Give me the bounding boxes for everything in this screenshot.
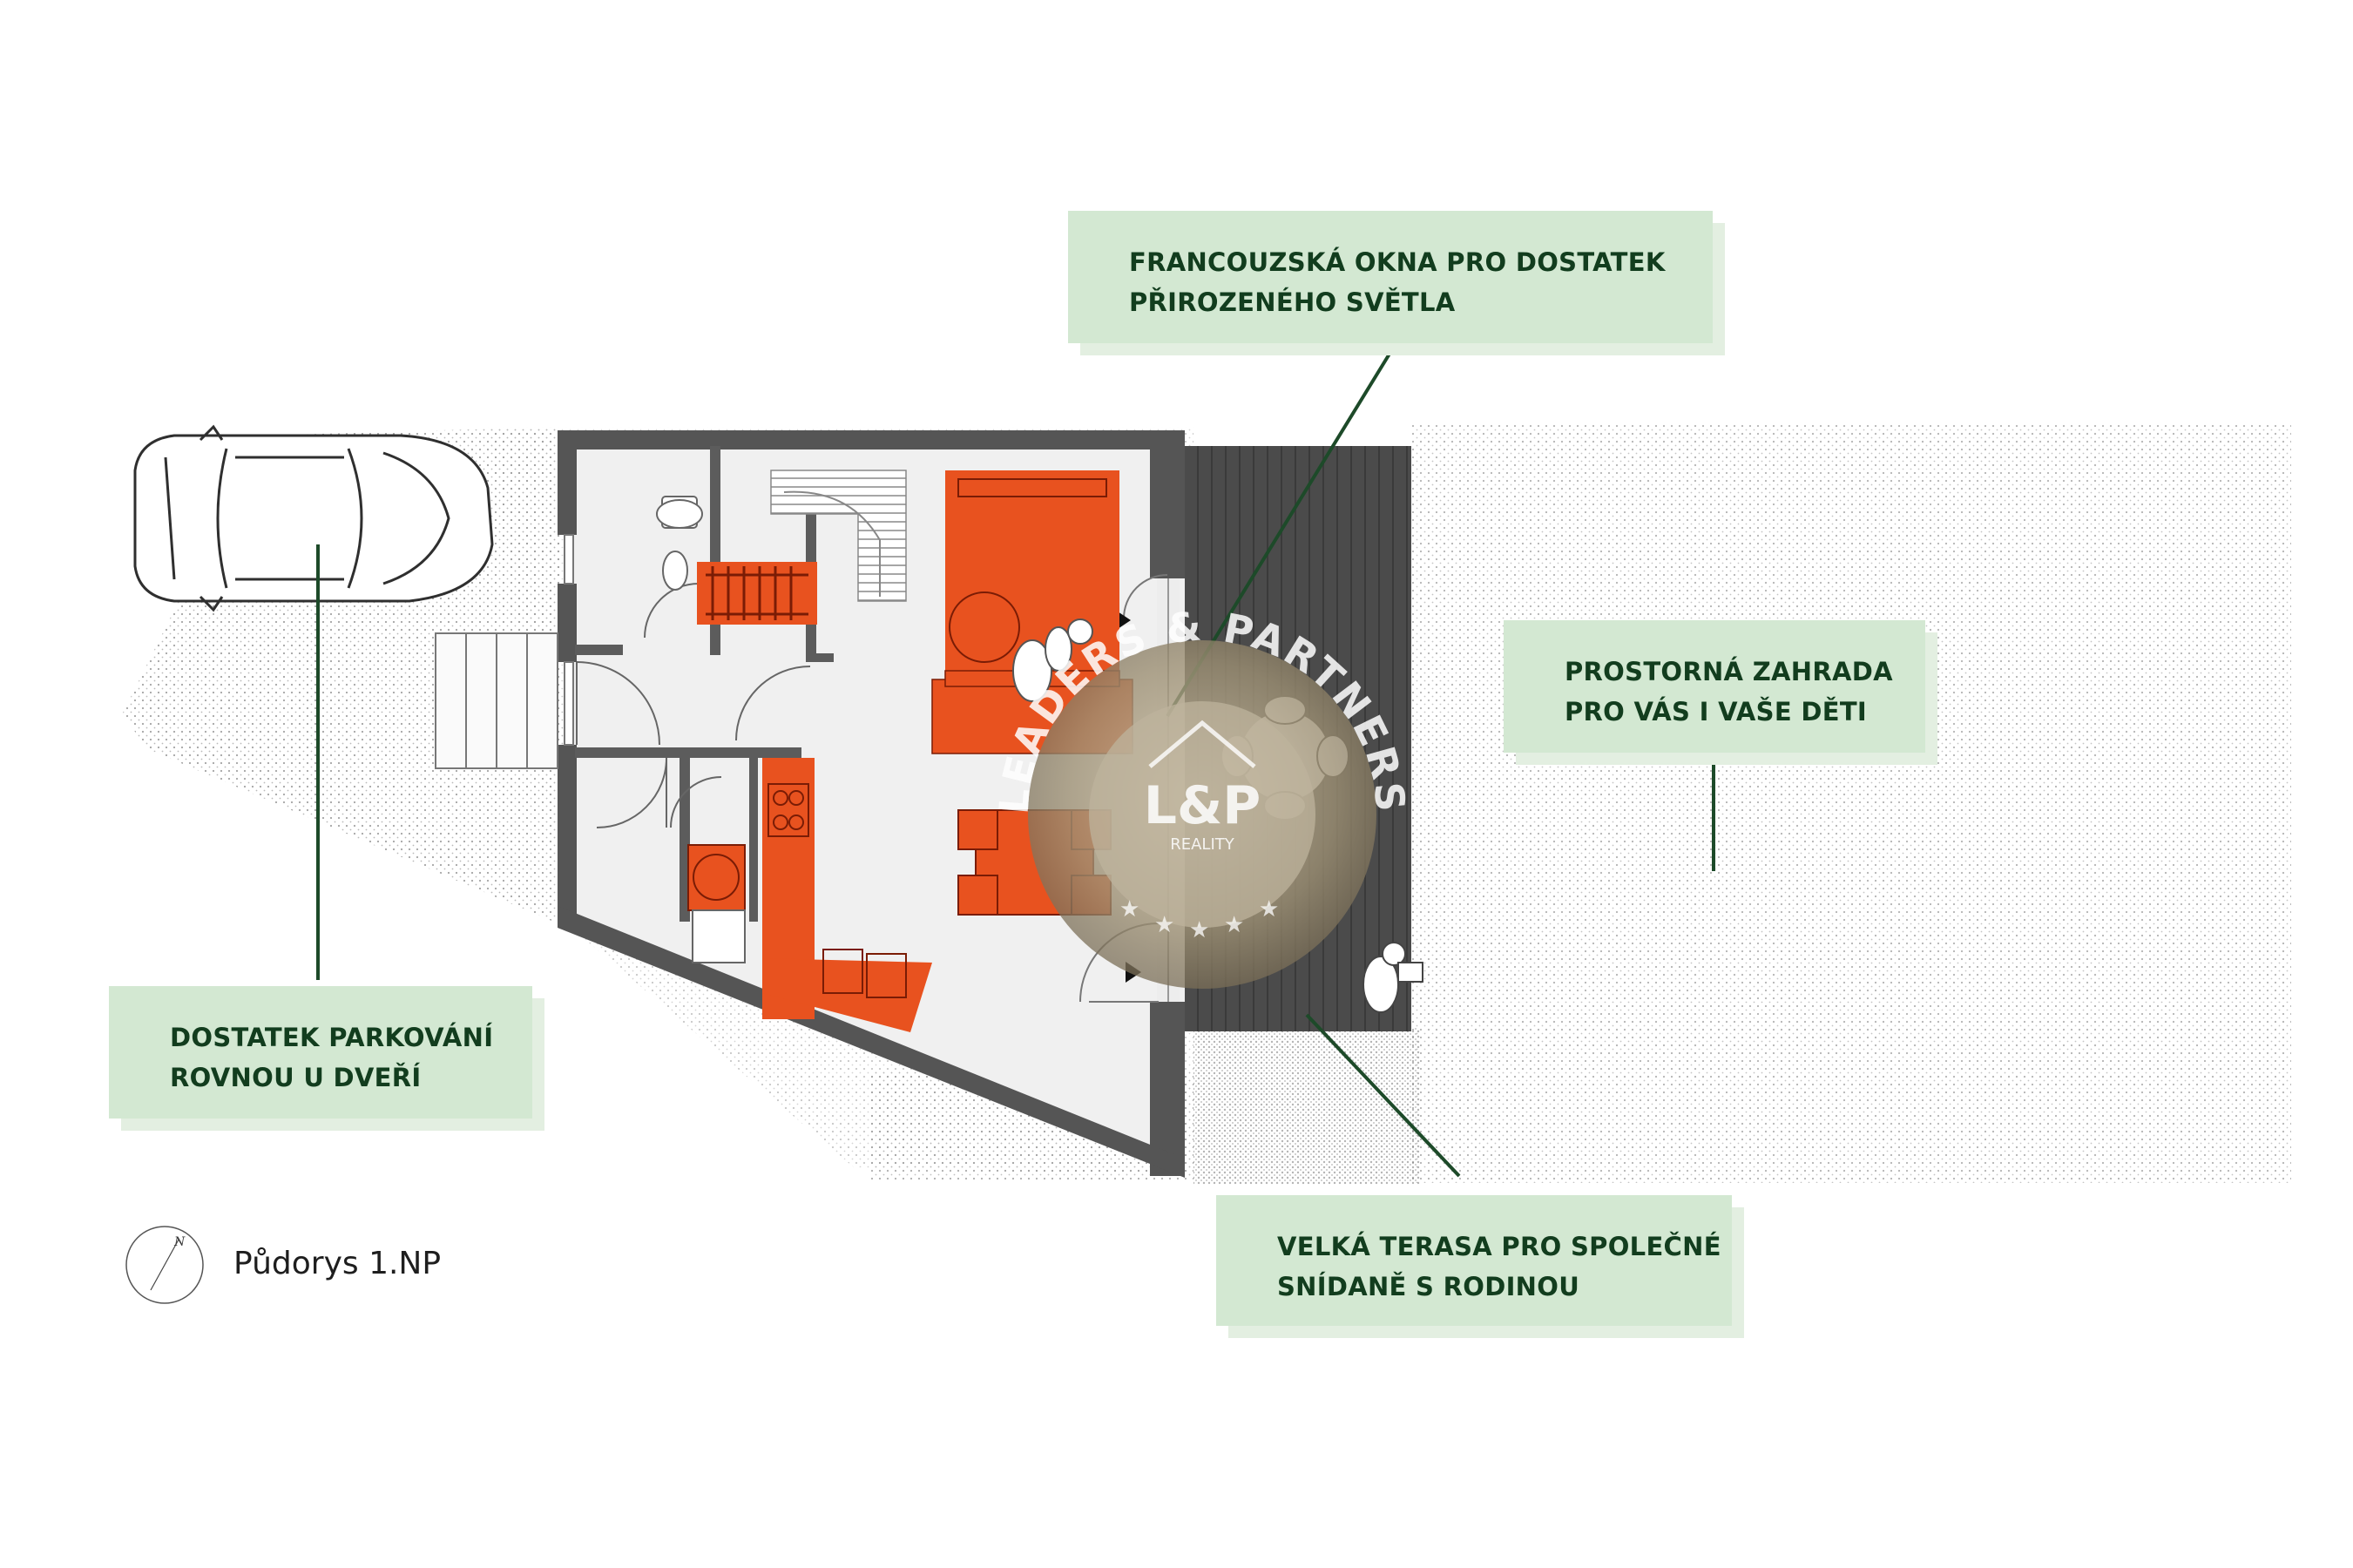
callout-french-windows: FRANCOUZSKÁ OKNA PRO DOSTATEK PŘIROZENÉH…	[1068, 211, 1725, 355]
watermark-logo-text: L&P	[1144, 775, 1261, 836]
floor-plan-caption: Půdorys 1.NP	[233, 1246, 442, 1281]
fridge	[687, 844, 746, 963]
people-figure	[1012, 618, 1093, 702]
callout-french-windows-line1: FRANCOUZSKÁ OKNA PRO DOSTATEK	[1129, 247, 1666, 277]
car	[133, 424, 494, 612]
terrace-figure	[1362, 942, 1423, 1013]
callout-terrace: VELKÁ TERASA PRO SPOLEČNÉ SNÍDANĚ S RODI…	[1216, 1195, 1744, 1338]
watermark-star-icon: ★	[1189, 917, 1209, 943]
callout-french-windows-line2: PŘIROZENÉHO SVĚTLA	[1129, 287, 1456, 317]
toilet	[656, 496, 703, 591]
watermark-star-icon: ★	[1119, 896, 1139, 923]
callout-garden-line1: PROSTORNÁ ZAHRADA	[1565, 657, 1893, 686]
north-compass-icon	[125, 1226, 204, 1304]
watermark-sub-text: REALITY	[1170, 835, 1235, 854]
callout-terrace-line1: VELKÁ TERASA PRO SPOLEČNÉ	[1277, 1232, 1721, 1261]
watermark-star-icon: ★	[1154, 912, 1174, 938]
callout-garden-line2: PRO VÁS I VAŠE DĚTI	[1565, 697, 1867, 727]
entrance-steps	[435, 632, 558, 769]
compass-north-label: N	[174, 1235, 186, 1249]
staircase	[770, 470, 907, 602]
callout-parking-line1: DOSTATEK PARKOVÁNÍ	[170, 1023, 494, 1052]
left-windows	[564, 534, 574, 746]
callout-terrace-line2: SNÍDANĚ S RODINOU	[1277, 1272, 1580, 1301]
watermark-star-icon: ★	[1259, 896, 1279, 923]
door-swings	[576, 583, 811, 828]
kitchen	[762, 758, 932, 1032]
callout-garden: PROSTORNÁ ZAHRADA PRO VÁS I VAŠE DĚTI	[1504, 620, 1937, 765]
wardrobe	[697, 562, 817, 625]
callout-parking-line2: ROVNOU U DVEŘÍ	[170, 1063, 422, 1092]
callout-parking: DOSTATEK PARKOVÁNÍ ROVNOU U DVEŘÍ	[109, 986, 544, 1131]
watermark-star-icon: ★	[1224, 912, 1244, 938]
exterior-walls	[558, 430, 1185, 1178]
